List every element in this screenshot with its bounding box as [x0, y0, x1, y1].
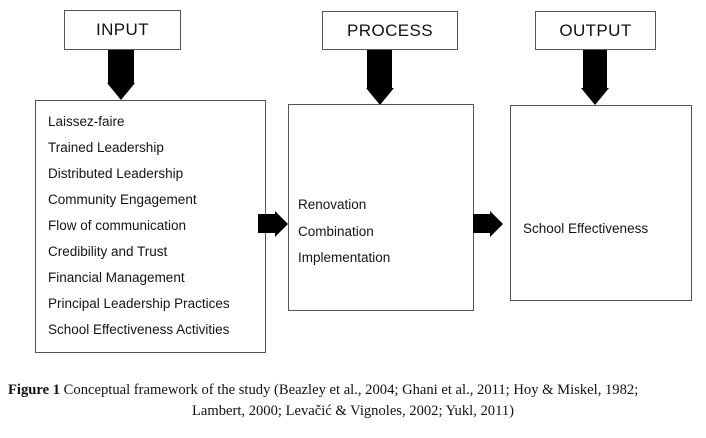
list-item: Flow of communication [48, 218, 187, 233]
list-item: Laissez-faire [48, 114, 125, 129]
list-item: School Effectiveness [523, 221, 649, 236]
figure-caption: Figure 1 Conceptual framework of the stu… [0, 380, 706, 422]
input-header-box: INPUT [64, 10, 181, 50]
process-item-list: Renovation Combination Implementation [298, 192, 469, 272]
input-content-box: Laissez-faire Trained Leadership Distrib… [35, 100, 266, 353]
arrow-head [581, 88, 609, 105]
list-item: Combination [298, 223, 374, 239]
output-header-label: OUTPUT [559, 20, 632, 40]
arrow-shaft [583, 50, 607, 89]
list-item: Financial Management [48, 270, 185, 285]
arrow-shaft [258, 214, 276, 233]
input-header-label: INPUT [96, 20, 149, 39]
arrow-head [107, 83, 135, 100]
process-header-box: PROCESS [322, 11, 458, 50]
figure-number-label: Figure 1 [8, 382, 61, 398]
output-content-box: School Effectiveness [510, 105, 692, 301]
arrow-head [365, 88, 394, 105]
list-item: School Effectiveness Activities [48, 322, 230, 337]
arrow-shaft [367, 50, 392, 89]
arrow-shaft [473, 214, 491, 233]
list-item: Credibility and Trust [48, 244, 168, 259]
output-header-box: OUTPUT [535, 11, 656, 50]
process-header-label: PROCESS [347, 20, 433, 40]
arrow-shaft [108, 50, 134, 84]
process-content-box: Renovation Combination Implementation [288, 104, 474, 311]
arrow-head [490, 210, 503, 237]
list-item: Community Engagement [48, 192, 197, 207]
list-item: Principal Leadership Practices [48, 296, 230, 311]
list-item: Renovation [298, 197, 367, 212]
arrow-head [275, 210, 288, 237]
input-item-list: Laissez-faire Trained Leadership Distrib… [48, 109, 261, 343]
caption-line-2: Lambert, 2000; Levačić & Vignoles, 2002;… [191, 403, 515, 419]
conceptual-framework-diagram: INPUT Laissez-faire Trained Leadership D… [35, 10, 692, 353]
list-item: Distributed Leadership [48, 166, 184, 181]
caption-line-1: Figure 1 Conceptual framework of the stu… [0, 380, 706, 401]
caption-line-1-text: Conceptual framework of the study (Beazl… [60, 382, 639, 398]
list-item: Trained Leadership [48, 140, 164, 155]
list-item: Implementation [298, 250, 391, 265]
